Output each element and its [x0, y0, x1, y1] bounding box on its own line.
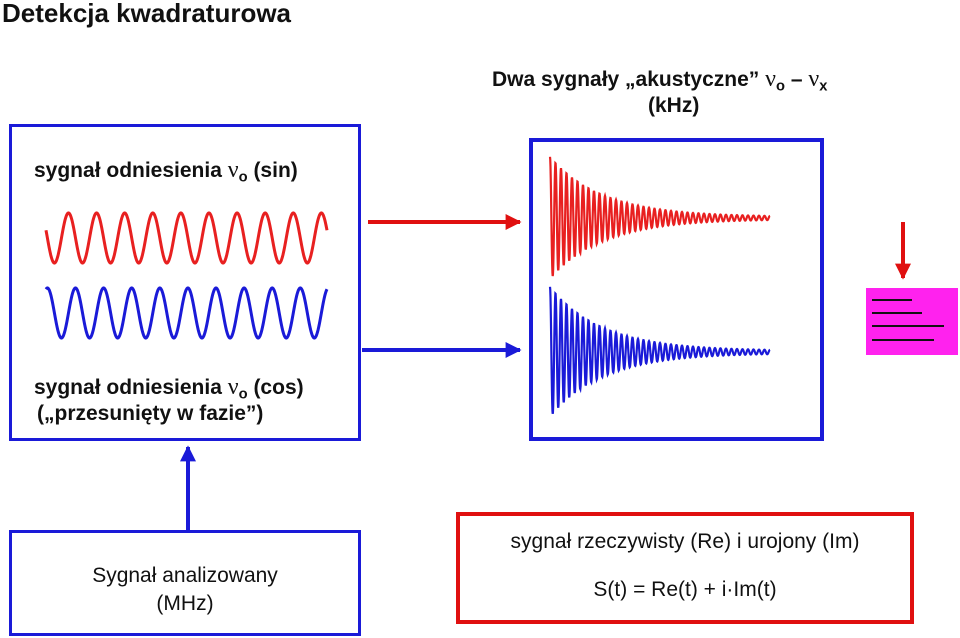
nu-symbol: ν: [227, 374, 239, 400]
complex-signal-box: [456, 512, 914, 624]
page-title: Detekcja kwadraturowa: [2, 0, 292, 28]
nu-symbol: ν: [808, 66, 820, 92]
real-decay-signal: [548, 156, 771, 277]
analyzed-signal-label: Sygnał analizowany: [92, 564, 278, 587]
reference-cos-label: sygnał odniesienia νo (cos): [34, 374, 304, 402]
nu-subscript: o: [238, 386, 248, 403]
nu-subscript: o: [775, 78, 785, 95]
sin-suffix: (sin): [253, 159, 298, 182]
cos-suffix: (cos): [253, 376, 304, 399]
complex-signal-label: sygnał rzeczywisty (Re) i urojony (Im): [510, 530, 860, 553]
nu-symbol: ν: [227, 157, 239, 183]
reference-signal-box: [9, 124, 361, 441]
phase-shifted-label: („przesunięty w fazie”): [37, 402, 264, 425]
nu-subscript: o: [238, 169, 248, 186]
complex-signal-formula: S(t) = Re(t) + i·Im(t): [593, 578, 777, 601]
minus-sign: –: [790, 68, 803, 91]
imaginary-decay-signal: [548, 286, 771, 415]
nu-subscript: x: [819, 78, 828, 95]
analyzed-signal-unit: (MHz): [156, 592, 214, 615]
acoustic-signals-text: Dwa sygnały „akustyczne”: [492, 68, 760, 91]
nu-symbol: ν: [765, 66, 776, 92]
reference-cos-text: sygnał odniesienia: [34, 376, 222, 399]
reference-sin-wave: [44, 211, 329, 265]
reference-sin-text: sygnał odniesienia: [34, 159, 222, 182]
output-signal-box: [529, 138, 824, 441]
reference-sin-label: sygnał odniesienia νo (sin): [34, 157, 298, 185]
acoustic-signals-label: Dwa sygnały „akustyczne” νo – νx: [492, 66, 827, 94]
acoustic-frequency-unit: (kHz): [648, 94, 700, 117]
analyzed-signal-box: [9, 530, 361, 636]
reference-cos-wave: [44, 286, 329, 340]
